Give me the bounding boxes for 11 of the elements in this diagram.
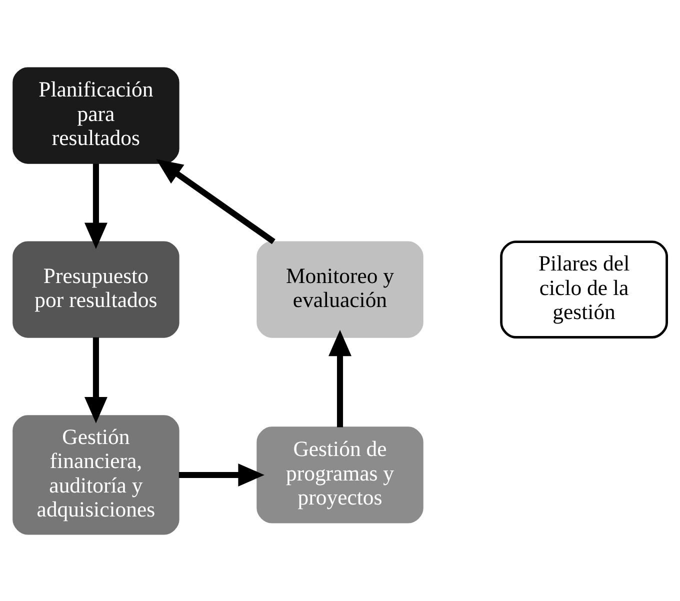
arrow [84, 163, 108, 249]
arrow [84, 336, 108, 423]
node-box: Gestión financiera, auditoría y adquisiciones [12, 414, 180, 534]
node-box: Presupuesto por resultados [12, 240, 180, 338]
arrow [328, 329, 352, 427]
node-box: Gestión de programas y proyectos [256, 426, 424, 523]
node-box: Pilares del ciclo de la gestión [500, 240, 668, 338]
node-box: Planificación para resultados [12, 66, 180, 164]
node-box: Monitoreo y evaluación [256, 240, 424, 338]
arrow [156, 158, 276, 244]
arrow [178, 462, 264, 486]
